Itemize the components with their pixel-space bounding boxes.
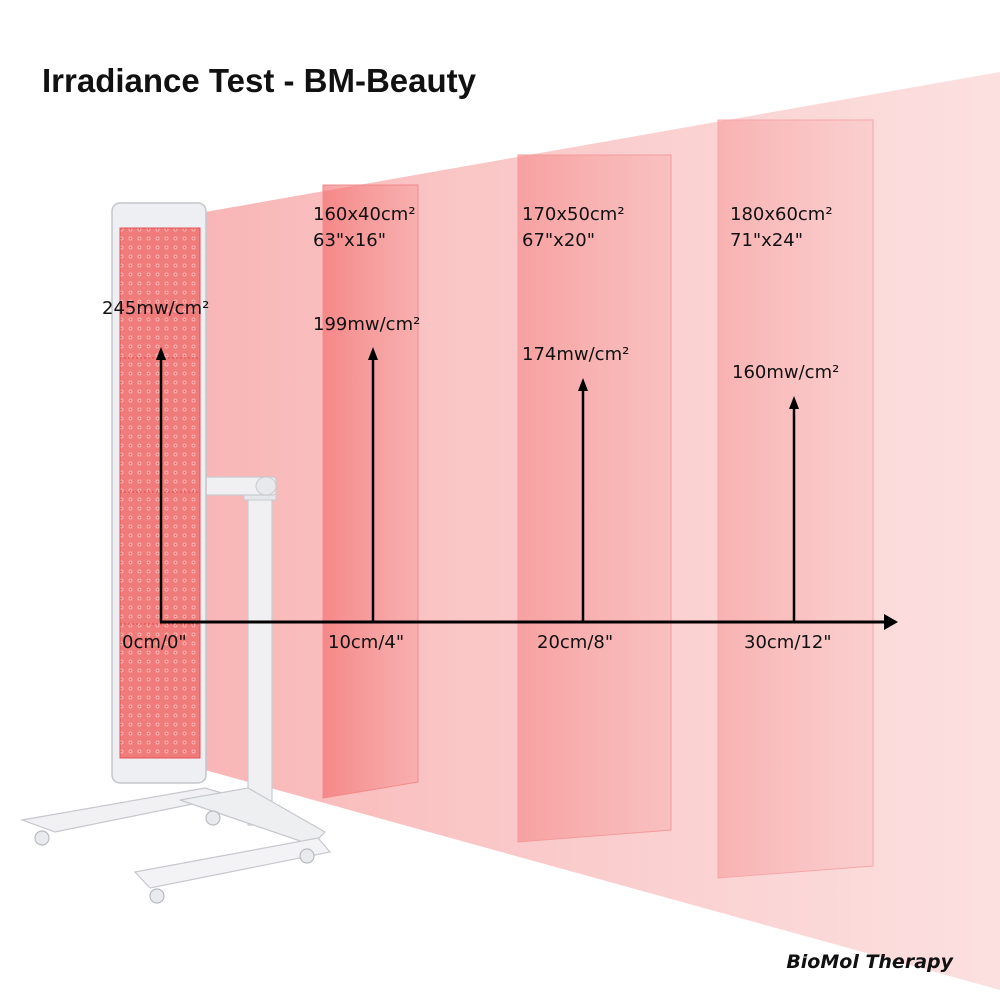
led-panel bbox=[111, 202, 207, 784]
distance-label-0: 0cm/0" bbox=[122, 632, 187, 653]
area-imperial-1: 63"x16" bbox=[313, 230, 386, 251]
distance-label-3: 30cm/12" bbox=[744, 632, 832, 653]
distance-axis-arrowhead bbox=[884, 614, 898, 630]
irradiance-label-0: 245mw/cm² bbox=[102, 298, 209, 319]
irradiance-arrowhead-1 bbox=[368, 347, 378, 360]
area-metric-3: 180x60cm² bbox=[730, 204, 833, 225]
irradiance-label-2: 174mw/cm² bbox=[522, 344, 629, 365]
page-title: Irradiance Test - BM-Beauty bbox=[42, 62, 477, 99]
area-metric-2: 170x50cm² bbox=[522, 204, 625, 225]
distance-label-1: 10cm/4" bbox=[328, 632, 404, 653]
distance-label-2: 20cm/8" bbox=[537, 632, 613, 653]
axes bbox=[156, 347, 898, 630]
irradiance-label-3: 160mw/cm² bbox=[732, 362, 839, 383]
irradiance-label-1: 199mw/cm² bbox=[313, 314, 420, 335]
plane-20cm bbox=[517, 154, 672, 843]
stand bbox=[19, 476, 332, 904]
area-metric-1: 160x40cm² bbox=[313, 204, 416, 225]
irradiance-arrowhead-0 bbox=[156, 347, 166, 360]
plane-30cm bbox=[717, 119, 874, 879]
irradiance-arrowhead-3 bbox=[789, 396, 799, 409]
plane-10cm bbox=[322, 184, 419, 799]
brand-label: BioMol Therapy bbox=[786, 951, 954, 973]
irradiance-arrowhead-2 bbox=[578, 378, 588, 391]
area-imperial-3: 71"x24" bbox=[730, 230, 803, 251]
area-imperial-2: 67"x20" bbox=[522, 230, 595, 251]
